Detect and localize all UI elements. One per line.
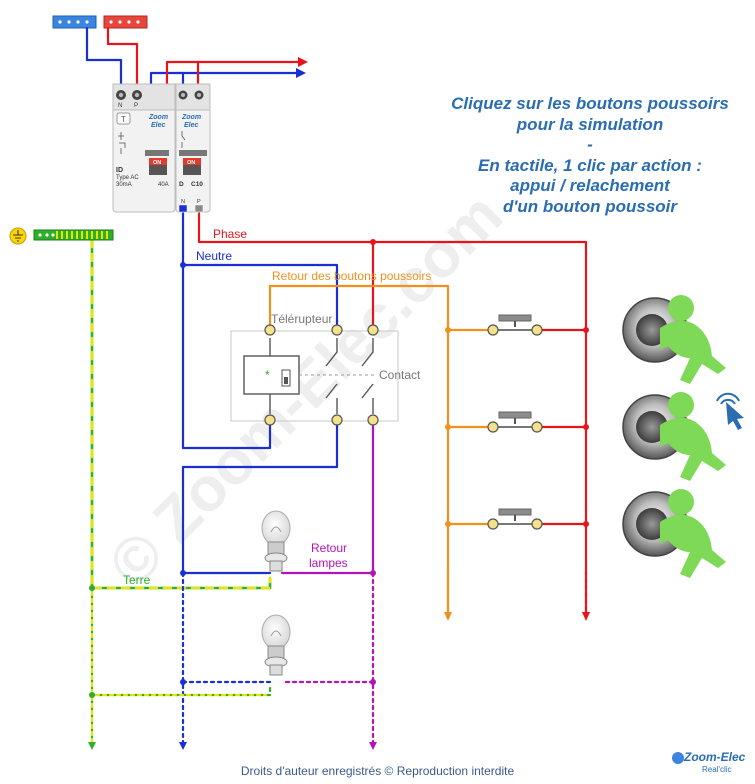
test-button-label: T <box>121 115 126 124</box>
breaker-c10-symbol-icon <box>181 131 186 148</box>
instruction-line-1: Cliquez sur les boutons poussoirs <box>451 94 729 113</box>
breaker-id-type: Type AC <box>116 175 139 181</box>
circuit-breaker-c10: Zoom Elec ON D C10 N P <box>175 83 211 213</box>
label-terre: Terre <box>123 573 151 587</box>
earth-bar <box>9 227 114 245</box>
instruction-line-2: pour la simulation <box>516 114 664 134</box>
breaker-c10-on-label: ON <box>187 160 195 166</box>
label-telerupteur: Télérupteur <box>271 312 332 326</box>
breaker-id-model: ID <box>116 167 123 174</box>
breaker-id-brand-2: Elec <box>151 122 166 129</box>
earth-dotted-wire-yellow <box>90 590 268 744</box>
coil-star-icon: * <box>265 368 270 382</box>
contact-1 <box>325 338 338 414</box>
contact-2 <box>361 338 374 414</box>
lamp-return-dotted-wire <box>280 571 375 744</box>
breaker-c10-brand-1: Zoom <box>181 114 201 121</box>
instruction-line-3: - <box>587 135 593 154</box>
telerupteur-coil <box>243 355 300 395</box>
breaker-id-term-p: P <box>134 103 138 109</box>
arrow-heads <box>88 57 590 750</box>
pushbutton-return-wire <box>268 284 450 614</box>
label-retour-boutons: Retour des boutons poussoirs <box>272 269 431 283</box>
label-neutre: Neutre <box>196 249 232 263</box>
terminals <box>264 324 543 530</box>
logo-sub: Real'clic <box>702 765 732 774</box>
earth-symbol-icon <box>9 227 27 245</box>
figure-head-icon <box>668 392 694 418</box>
instructions: Cliquez sur les boutons poussoirs pour l… <box>420 94 755 217</box>
breaker-id-rating: 40A <box>158 182 169 188</box>
phase-feed-wire <box>165 60 300 88</box>
lamp-1 <box>261 510 291 572</box>
breaker-c10-on-indicator <box>183 158 201 165</box>
breaker-c10-term-p: P <box>197 199 201 205</box>
pushbutton-1[interactable] <box>493 314 537 331</box>
breaker-c10-rating: C10 <box>191 181 203 188</box>
pushbutton-2[interactable] <box>493 411 537 428</box>
pushbutton-illustration-1[interactable] <box>622 295 726 384</box>
phase-bus-bar <box>103 15 148 29</box>
figure-body-icon <box>660 514 726 578</box>
logo-globe-icon <box>672 752 684 764</box>
logo-name: Zoom-Elec <box>684 750 746 764</box>
breaker-id-on-label: ON <box>153 160 161 166</box>
tap-cursor-icon <box>716 392 744 430</box>
instruction-line-5: appui / relachement <box>510 176 670 195</box>
breaker-c10-curve: D <box>179 181 184 188</box>
pushbutton-illustration-2[interactable] <box>622 392 726 481</box>
test-button <box>116 112 131 125</box>
pushbutton-illustration-3[interactable] <box>622 489 726 578</box>
breaker-c10-term-n: N <box>181 199 185 205</box>
label-retour-lampes-1: Retour <box>311 541 347 555</box>
watermark: © Zoom-Elec.com <box>96 180 516 600</box>
neutral-bus-bar <box>52 15 97 29</box>
neutral-to-contact-wire <box>181 263 339 332</box>
label-contact: Contact <box>379 368 421 382</box>
breaker-id-term-n: N <box>118 103 122 109</box>
earth-dotted-wire-green <box>90 586 272 744</box>
pushbutton-3[interactable] <box>493 508 537 525</box>
earth-wire-yellow <box>90 238 272 590</box>
breaker-id-brand-1: Zoom <box>148 114 168 121</box>
neutral-dotted-wire <box>181 571 272 744</box>
telerupteur: * <box>230 330 399 422</box>
figure-head-icon <box>668 489 694 515</box>
figure-head-icon <box>668 295 694 321</box>
breaker-id-symbol-icon <box>118 132 126 154</box>
neutral-supply-wire <box>85 26 123 88</box>
neutral-wire <box>181 211 272 450</box>
junction-dots <box>89 239 589 698</box>
breaker-c10-brand-2: Elec <box>184 122 199 129</box>
instruction-line-6: d'un bouton poussoir <box>502 196 677 216</box>
label-retour-lampes-2: lampes <box>309 556 348 570</box>
breaker-id-sensitivity: 30mA <box>116 182 132 188</box>
instruction-line-4: En tactile, 1 clic par action : <box>478 155 702 175</box>
lamp-2 <box>261 614 291 676</box>
neutral-feed-wire <box>149 71 298 88</box>
figure-body-icon <box>660 417 726 481</box>
figure-body-icon <box>660 320 726 384</box>
copyright-footer: Droits d'auteur enregistrés © Reproducti… <box>240 764 515 778</box>
neutral-to-lamp-wire <box>181 418 339 575</box>
label-phase: Phase <box>213 227 247 241</box>
differential-breaker: N P T Zoom Elec ON ID Type AC 30mA 40A <box>112 83 176 213</box>
zoom-elec-logo[interactable]: Zoom-Elec Real'clic <box>672 748 752 782</box>
breaker-id-on-indicator <box>149 158 167 165</box>
phase-supply-wire <box>106 26 139 88</box>
